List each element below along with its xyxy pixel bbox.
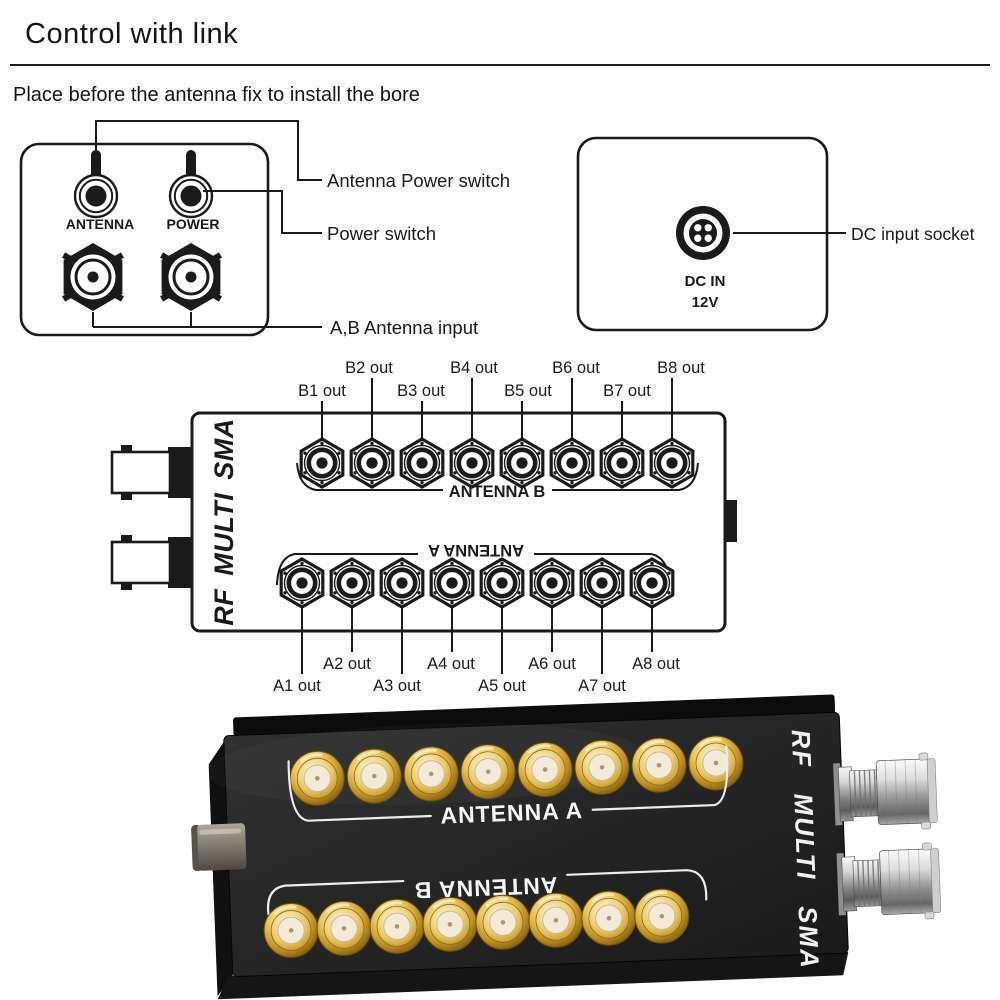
sma-port-b2 [351, 439, 393, 487]
sma-port-a6 [531, 559, 573, 607]
photo-dc-jack [191, 823, 247, 872]
port-label-a7: A7 out [578, 677, 626, 695]
photo-antenna-a-label: ANTENNA A [440, 797, 584, 828]
callout-line-antenna-power-switch [95, 120, 322, 181]
photo-box-bottom-face [217, 952, 849, 1000]
antenna-b-bracket-left [296, 462, 443, 491]
antenna-b-bracket-right [552, 462, 699, 491]
antenna-b-group-label: ANTENNA B [449, 483, 546, 501]
page-title: Control with link [25, 18, 239, 50]
callout-antenna-input: A,B Antenna input [330, 317, 478, 338]
dc-12v-label: 12V [692, 294, 719, 311]
port-label-a8: A8 out [632, 655, 680, 673]
antenna-switch-label: ANTENNA [66, 216, 134, 232]
port-label-b6: B6 out [552, 359, 600, 377]
sma-port-a7 [581, 559, 623, 607]
sma-port-b7 [601, 439, 643, 487]
port-label-b2: B2 out [345, 359, 393, 377]
sma-port-a1 [281, 559, 323, 607]
sma-port-b5 [501, 439, 543, 487]
photo-antenna-a-bracket-left [287, 760, 432, 822]
callout-antenna-power-switch: Antenna Power switch [327, 170, 510, 191]
sma-port-b4 [451, 439, 493, 487]
port-label-b1: B1 out [298, 382, 346, 400]
port-label-a6: A6 out [528, 655, 576, 673]
photo-antenna-b-label: ANTENNA B [413, 872, 557, 903]
sma-port-b3 [401, 439, 443, 487]
dc-panel-diagram: DC IN 12V DC input socket [576, 136, 975, 332]
callout-dc-input-socket: DC input socket [851, 224, 975, 244]
antenna-a-group-label: ANTENNA A [428, 541, 524, 559]
photo-bnc-1 [832, 751, 939, 834]
page-subtitle: Place before the antenna fix to install … [13, 84, 420, 106]
photo-antenna-a-bracket-right [591, 745, 729, 811]
photo-box-top-face [232, 694, 836, 740]
sma-port-b8 [651, 439, 693, 487]
bnc-stub-bottom [110, 535, 194, 590]
callout-power-switch: Power switch [327, 223, 436, 244]
sma-port-a4 [431, 559, 473, 607]
sma-port-b1 [301, 439, 343, 487]
front-panel-diagram: ANTENNA POWER Antenna Power switch Power… [19, 120, 510, 338]
antenna-a-bracket-left [276, 553, 418, 586]
bnc-stub-top [110, 445, 194, 500]
dc-in-label: DC IN [685, 273, 726, 290]
sma-port-a8 [631, 559, 673, 607]
port-label-b8: B8 out [657, 359, 705, 377]
port-label-a5: A5 out [478, 677, 526, 695]
top-view-side-label: RF MULTI SMA [209, 418, 239, 625]
antenna-power-toggle-switch [73, 150, 119, 219]
sma-port-b6 [551, 439, 593, 487]
port-label-a3: A3 out [373, 677, 421, 695]
front-panel-outline [19, 142, 270, 337]
port-label-a2: A2 out [323, 655, 371, 673]
sma-port-a2 [331, 559, 373, 607]
port-label-b4: B4 out [450, 359, 498, 377]
power-toggle-switch [168, 150, 214, 219]
port-label-b7: B7 out [603, 382, 651, 400]
side-tab [724, 500, 737, 542]
port-label-a1: A1 out [273, 677, 321, 695]
power-switch-label: POWER [167, 216, 220, 232]
port-label-a4: A4 out [427, 655, 475, 673]
dc-socket-icon [676, 206, 730, 260]
photo-antenna-b-bracket-right [566, 869, 708, 901]
photo-antenna-b-bracket-left [266, 879, 405, 916]
product-photo: ANTENNA A ANTENNA B RF MULTI SMA [191, 694, 942, 1000]
photo-bnc-2 [835, 841, 942, 924]
sma-port-a5 [481, 559, 523, 607]
port-label-b3: B3 out [397, 382, 445, 400]
callout-line-power-switch [203, 190, 322, 234]
sma-port-a3 [381, 559, 423, 607]
title-divider [10, 64, 990, 66]
top-view-diagram: RF MULTI SMA B1 out B2 out B3 out B4 out… [110, 359, 737, 695]
port-label-b5: B5 out [504, 382, 552, 400]
